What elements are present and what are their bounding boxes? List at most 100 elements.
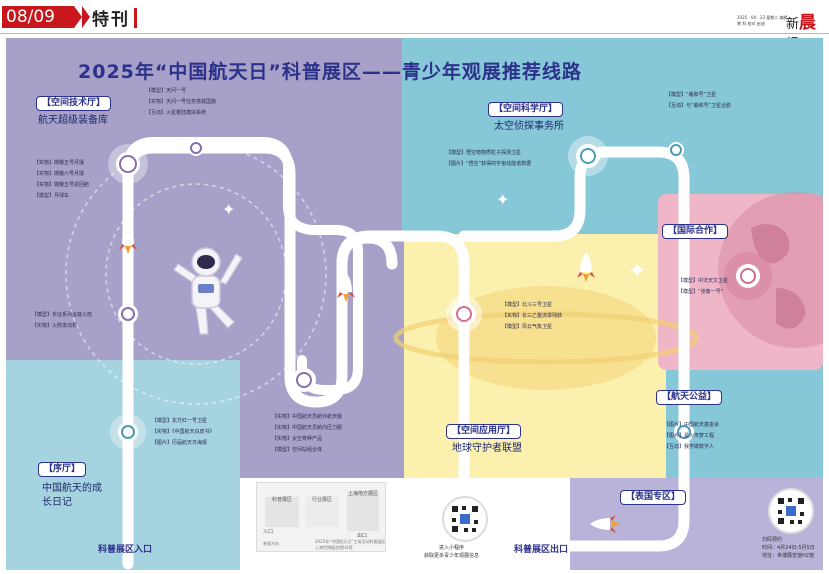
hall-tag-international: 【国际合作】	[662, 224, 729, 239]
masthead: 08/09 特刊 2025 · 04 · 22 星期二 编辑 曾 科 校对 赵迪…	[0, 0, 829, 52]
stop-marker	[188, 140, 204, 156]
qr-caption-line: 扫码预约	[762, 537, 783, 543]
items-top-left: 【模型】天问一号 【实物】天问一号任务搭载国旗 【互动】火星着陆模拟系统	[146, 86, 216, 119]
rocket-icon	[590, 515, 620, 533]
items-science: 【模型】悟空暗物质粒子探测卫星 【图片】“悟空”获得的宇宙线能谱数据	[446, 148, 531, 170]
legend-science-zone: 科普展区	[265, 497, 299, 527]
stop-markers	[108, 136, 772, 533]
issue-date-badge: 08/09	[2, 6, 74, 28]
hall-tag-prologue: 【序厅】	[38, 462, 87, 477]
section-label: 特刊	[92, 10, 130, 30]
stop-marker	[446, 296, 482, 332]
route-visible-road	[336, 230, 470, 320]
qr-caption-line: 获取更多青少年观展信息	[424, 553, 480, 559]
item-label: 【互动】我学做数字人	[664, 444, 715, 450]
venue-legend: 科普展区 行业展区 上海地方展区 入口 出口 参观方向 2025年“中国航天日”…	[256, 482, 386, 552]
rocket-icon	[337, 272, 355, 302]
item-label: 【实物】长三乙整流罩残骸	[502, 313, 563, 319]
legend-entry: 入口	[263, 529, 274, 535]
legend-local-zone: 上海地方展区	[347, 491, 379, 531]
item-label: 【模型】天问一号	[146, 88, 187, 94]
hall-tag-application: 【空间应用厅】	[446, 424, 522, 439]
item-label: 【模型】东方红一号卫星	[152, 418, 208, 424]
visitor-route-main	[123, 137, 363, 561]
item-label: 【互动】与“羲和号”卫星合影	[666, 103, 732, 109]
exhibition-route-map: 2025年“中国航天日”科普展区——青少年观展推荐线路 ✦ ✦ ✦ 【空间技术厅…	[6, 38, 823, 570]
items-top-right: 【模型】“羲和号”卫星 【互动】与“羲和号”卫星合影	[666, 90, 731, 112]
hall-tag-feature: 【表国专区】	[620, 490, 687, 505]
item-label: 【实物】中国航天员舱外航天服	[272, 414, 343, 420]
item-label: 【模型】月球车	[34, 193, 70, 199]
rocket-icon	[119, 224, 137, 254]
rocket-icon	[577, 252, 595, 282]
items-prologue: 【模型】东方红一号卫星 【实物】《中国航天白皮书》 【图片】历届航天日海报	[152, 416, 215, 449]
item-label: 【图片】历届航天日海报	[152, 440, 208, 446]
planet-icon	[393, 286, 699, 390]
items-left-low: 【模型】长征系列运载火箭 【实物】火箭发动机	[32, 310, 92, 332]
stop-marker	[724, 252, 772, 300]
qr-pattern	[452, 506, 478, 532]
astronaut-icon	[173, 247, 243, 335]
items-international: 【模型】中法天文卫星 【模型】“张衡一号”	[678, 276, 728, 298]
item-label: 【模型】悟空暗物质粒子探测卫星	[446, 150, 522, 156]
legend-exit: 出口	[357, 533, 368, 539]
hall-sub-prologue: 中国航天的成长日记	[42, 483, 102, 508]
stop-marker	[108, 144, 148, 184]
stop-marker	[292, 368, 316, 392]
legend-footnote-1: 2025年“中国航天日”主场活动科普展区	[315, 539, 386, 544]
star-icon: ✦	[628, 259, 647, 284]
qr-right-caption: 扫码预约 时间：4月24日-5月5日 地址：世博展览馆H2馆	[762, 536, 815, 560]
item-label: 【实物】嫦娥五号返回舱	[34, 182, 90, 188]
hall-tag-public: 【航天公益】	[656, 390, 723, 405]
item-label: 【图片】“悟空”获得的宇宙线能谱数据	[446, 161, 532, 167]
hall-tag-science: 【空间科学厅】	[488, 102, 564, 117]
section-divider	[134, 8, 137, 28]
item-label: 【实物】《中国航天白皮书》	[152, 429, 215, 435]
legend-direction: 参观方向	[263, 541, 279, 546]
entrance-label: 科普展区入口	[98, 545, 153, 555]
header-rule	[0, 33, 829, 34]
hall-tag-tech: 【空间技术厅】	[36, 96, 112, 111]
chevron-right-icon	[82, 6, 90, 28]
exit-label: 科普展区出口	[514, 545, 569, 555]
items-application: 【模型】北斗三号卫星 【实物】长三乙整流罩残骸 【模型】风云气象卫星	[502, 300, 562, 333]
qr-left-caption: 进入小程序 获取更多青少年观展信息	[424, 544, 479, 560]
item-label: 【模型】北斗三号卫星	[502, 302, 553, 308]
item-label: 【模型】长征系列运载火箭	[32, 312, 93, 318]
star-icon: ✦	[496, 190, 510, 209]
item-label: 【模型】风云气象卫星	[502, 324, 553, 330]
qr-code-icon[interactable]	[442, 496, 488, 542]
stop-marker	[568, 136, 608, 176]
item-label: 【互动】火星着陆模拟系统	[146, 110, 207, 116]
hall-sub-tech: 航天超级装备库	[38, 115, 108, 126]
qr-caption-line: 地址：世博展览馆H2馆	[762, 553, 814, 559]
star-icon: ✦	[222, 200, 236, 219]
hall-sub-science: 太空侦探事务所	[494, 121, 564, 132]
qr-code-icon[interactable]	[768, 488, 814, 534]
item-label: 【模型】中法天文卫星	[678, 278, 729, 284]
chevron-right-icon	[74, 6, 82, 28]
item-label: 【模型】空间站组合体	[272, 447, 323, 453]
legend-industry-zone: 行业展区	[305, 497, 339, 527]
item-label: 【图片】中国航天基金会	[664, 422, 720, 428]
zone-space-technology-lower	[240, 218, 406, 478]
item-label: 【图片】星火传梦工程	[664, 433, 715, 439]
item-label: 【实物】天问一号任务搭载国旗	[146, 99, 217, 105]
item-label: 【实物】中国航天员舱内压力服	[272, 425, 343, 431]
item-label: 【实物】嫦娥六号月壤	[34, 171, 85, 177]
page-title: 2025年“中国航天日”科普展区——青少年观展推荐线路	[78, 61, 582, 83]
route-segment-right-loop	[458, 146, 690, 552]
items-left-mid: 【实物】嫦娥五号月壤 【实物】嫦娥六号月壤 【实物】嫦娥五号返回舱 【模型】月球…	[34, 158, 89, 202]
stop-marker	[118, 304, 138, 324]
item-label: 【实物】嫦娥五号月壤	[34, 160, 85, 166]
item-label: 【模型】“张衡一号”	[678, 289, 724, 295]
item-label: 【模型】“羲和号”卫星	[666, 92, 717, 98]
qr-caption-line: 时间：4月24日-5月5日	[762, 545, 815, 551]
hall-sub-application: 地球守护者联盟	[452, 443, 522, 454]
item-label: 【实物】火箭发动机	[32, 323, 78, 329]
items-center-low: 【实物】中国航天员舱外航天服 【实物】中国航天员舱内压力服 【实物】太空育种产品…	[272, 412, 342, 456]
item-label: 【实物】太空育种产品	[272, 436, 323, 442]
qr-caption-line: 进入小程序	[439, 545, 465, 551]
stop-marker	[110, 414, 146, 450]
legend-footnote-2: 上海世博展览馆H2馆	[315, 545, 353, 550]
